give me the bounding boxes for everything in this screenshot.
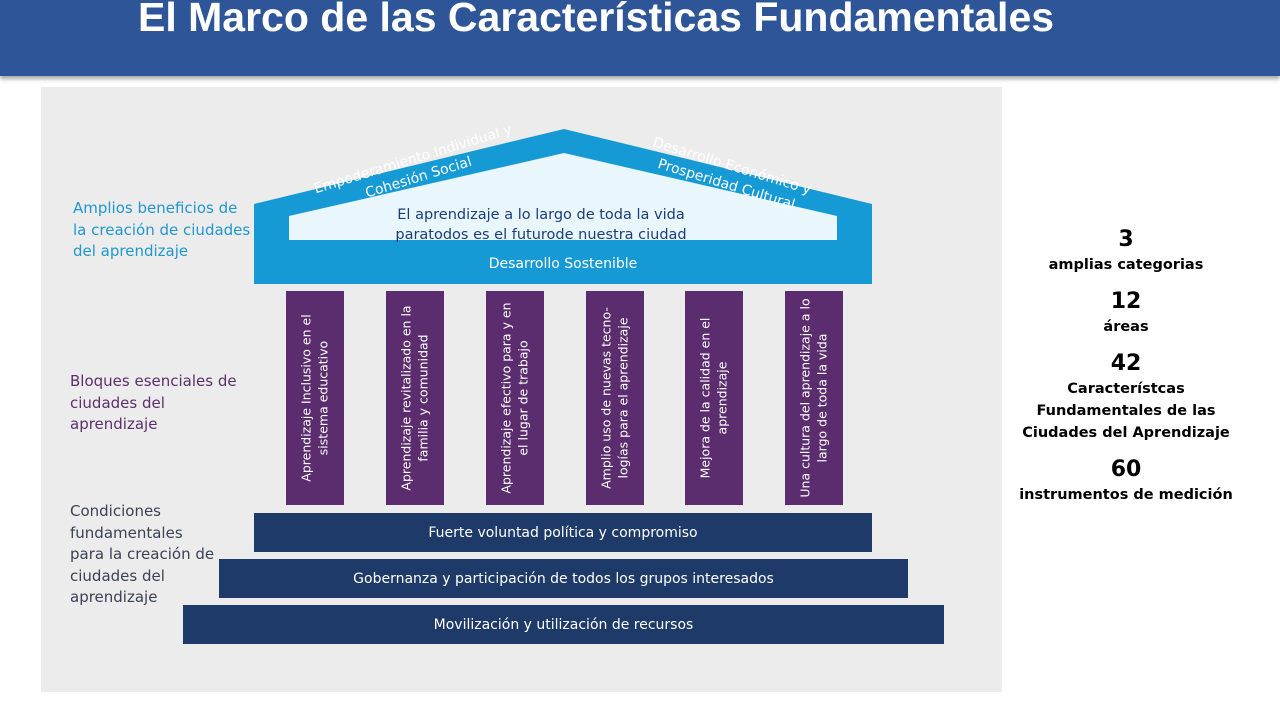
pillar-5: Mejora de la calidad en el aprendizaje	[685, 291, 743, 505]
stats-panel: 3 amplias categorias 12 áreas 42 Caracte…	[1006, 226, 1246, 518]
foundation-step-label: Gobernanza y participación de todos los …	[353, 570, 774, 587]
foundation-step-3: Movilización y utilización de recursos	[183, 605, 944, 644]
stat-label: instrumentos de medición	[1019, 487, 1233, 503]
pillar-6: Una cultura del aprendizaje a lo largo d…	[785, 291, 843, 505]
stat-areas: 12 áreas	[1006, 288, 1246, 338]
roof-center-line2: paratodos es el futurode nuestra ciudad	[395, 227, 687, 243]
stat-number: 12	[1110, 289, 1142, 314]
slide-title: El Marco de las Características Fundamen…	[138, 0, 1055, 40]
pillar-label: Una cultura del aprendizaje a lo largo d…	[797, 298, 830, 498]
pillar-label: Mejora de la calidad en el aprendizaje	[697, 317, 730, 479]
pillar-label: Aprendizaje revitalizado en la familia y…	[398, 305, 431, 491]
framework-diagram: Amplios beneficios de la creación de ciu…	[41, 87, 1002, 692]
stat-number: 60	[1110, 457, 1142, 482]
roof-center-text: El aprendizaje a lo largo de toda la vid…	[357, 205, 725, 245]
pillar-3: Aprendizaje efectivo para y en el lugar …	[486, 291, 544, 505]
roof-shape	[254, 129, 872, 245]
label-benefits: Amplios beneficios de la creación de ciu…	[73, 199, 251, 260]
title-bar: El Marco de las Características Fundamen…	[0, 0, 1280, 76]
pillar-2: Aprendizaje revitalizado en la familia y…	[386, 291, 444, 505]
foundation-step-1: Fuerte voluntad política y compromiso	[254, 513, 872, 552]
pillar-label: Aprendizaje Inclusivo en el sistema educ…	[298, 314, 331, 482]
stat-label: áreas	[1103, 319, 1149, 335]
label-blocks: Bloques esenciales de ciudades del apren…	[70, 372, 237, 433]
stat-characteristics: 42 Característcas Fundamentales de las C…	[1006, 350, 1246, 444]
pillar-label: Amplio uso de nuevas tecno-logías para e…	[598, 307, 631, 489]
pillar-4: Amplio uso de nuevas tecno-logías para e…	[586, 291, 644, 505]
foundation-step-label: Movilización y utilización de recursos	[433, 616, 694, 633]
stat-number: 3	[1118, 227, 1134, 252]
label-conditions: Condiciones fundamentales para la creaci…	[70, 502, 215, 606]
stat-instruments: 60 instrumentos de medición	[1006, 456, 1246, 506]
foundation-step-label: Fuerte voluntad política y compromiso	[428, 524, 698, 541]
beam-sustainable-development: Desarrollo Sostenible	[254, 244, 872, 284]
pillar-1: Aprendizaje Inclusivo en el sistema educ…	[286, 291, 344, 505]
stat-number: 42	[1110, 351, 1142, 376]
roof-center-line1: El aprendizaje a lo largo de toda la vid…	[397, 207, 685, 223]
foundation-step-2: Gobernanza y participación de todos los …	[219, 559, 908, 598]
beam-label: Desarrollo Sostenible	[488, 256, 638, 272]
pillar-label: Aprendizaje efectivo para y en el lugar …	[498, 302, 531, 494]
stat-categories: 3 amplias categorias	[1006, 226, 1246, 276]
roof-inner-panel	[289, 153, 837, 240]
stat-label: Característcas Fundamentales de las Ciud…	[1022, 381, 1230, 441]
stat-label: amplias categorias	[1048, 257, 1204, 273]
